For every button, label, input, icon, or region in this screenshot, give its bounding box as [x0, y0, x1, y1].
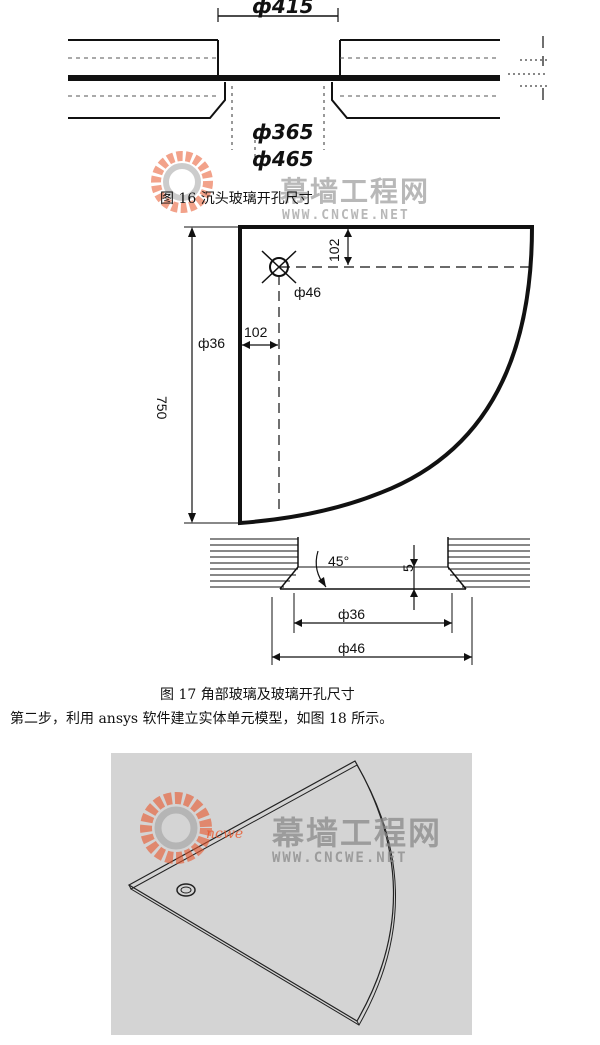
watermark-url-top: WWW.CNCWE.NET: [282, 208, 410, 223]
watermark-name-top: 幕墙工程网: [280, 175, 431, 208]
fig17-dim-phi46-hole: ф46: [294, 284, 322, 300]
fig17-section-angle: 45°: [328, 553, 350, 569]
fig17-dim-102-left: 102: [244, 324, 268, 340]
fig16-dim-top: ф415: [252, 0, 314, 18]
section-view: [210, 537, 530, 665]
ansys-solid-model: [127, 760, 396, 1026]
fig17-section-depth: 5: [400, 564, 416, 572]
figure-16-caption: 图 16 沉头玻璃开孔尺寸: [160, 191, 313, 207]
figure-17-caption: 图 17 角部玻璃及玻璃开孔尺寸: [160, 687, 355, 703]
watermark-url-bottom: WWW.CNCWE.NET: [272, 850, 408, 866]
fig17-section-phi46: ф46: [338, 640, 366, 656]
figure-16-drawing: [68, 8, 548, 168]
fig17-section-phi36: ф36: [338, 606, 366, 622]
watermark-script-bottom: ncwe: [206, 826, 244, 842]
fig16-dim-mid: ф365: [252, 120, 314, 144]
watermark-name-bottom: 幕墙工程网: [272, 814, 443, 852]
body-paragraph: 第二步，利用 ansys 软件建立实体单元模型，如图 18 所示。: [10, 711, 394, 727]
fig17-dim-102-top: 102: [326, 238, 342, 262]
fig17-dim-phi36-side: ф36: [198, 335, 226, 351]
fig16-dim-bottom: ф465: [252, 147, 314, 171]
figure-17-drawing: [184, 225, 535, 665]
fig17-dim-750: 750: [154, 396, 170, 420]
watermark-logo-bottom: [138, 790, 228, 880]
watermark-logo-top: [150, 150, 230, 230]
